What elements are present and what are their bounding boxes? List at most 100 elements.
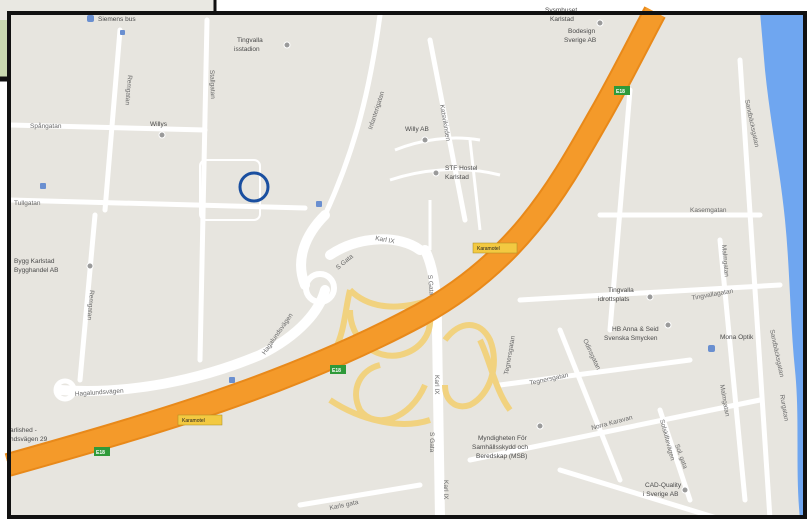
- road-odinsgatan: [557, 327, 623, 483]
- road-solskiftevagen: [657, 407, 693, 503]
- label-rurgatan: Rurgatan: [778, 394, 790, 422]
- bus-icon[interactable]: [87, 15, 94, 22]
- location-marker-ring[interactable]: [238, 171, 270, 203]
- ramp-south: [328, 397, 431, 427]
- label-sysm-2: Karlstad: [550, 16, 574, 23]
- label-tingvalla-idrott-2: idrottsplats: [598, 296, 630, 303]
- road-tegnersgatan-top: [517, 282, 783, 303]
- label-msb-1: Myndigheten För: [478, 435, 528, 442]
- bus-stop-icon-1[interactable]: [40, 183, 46, 189]
- label-kasemgatan: Kasemgatan: [690, 207, 727, 214]
- karamotel-sign-bottom-text: Karamotel: [182, 418, 205, 424]
- poi-dot-tingvalla[interactable]: [283, 41, 291, 49]
- ramp-east-exit: [477, 338, 513, 412]
- label-sysm-1: Sysmhuset: [545, 7, 577, 14]
- road-norra-karavan: [467, 397, 763, 463]
- label-s-gata-vertical: S Gata: [426, 275, 435, 296]
- road-spangatan: [7, 122, 208, 133]
- label-stf-2: Karlstad: [445, 174, 469, 181]
- road-tegnersgatan-low: [497, 357, 693, 388]
- poi-dot-msb[interactable]: [536, 422, 544, 430]
- main-roads: [55, 210, 445, 519]
- poi-dot-stf[interactable]: [432, 169, 440, 177]
- poi-markers: [86, 19, 689, 494]
- karamotel-sign-bottom: [177, 414, 223, 426]
- poi-dot-willys[interactable]: [158, 131, 166, 139]
- label-bygg-1: Bygg Karlstad: [14, 258, 55, 265]
- campus-road-4: [468, 139, 482, 231]
- karamotel-sign-top-text: Karamotel: [477, 246, 500, 252]
- label-stallgatan: Stallgatan: [208, 70, 216, 100]
- label-s-gata-lower: S Gata: [428, 432, 435, 453]
- label-karl-ix-bottom: Karl IX: [442, 480, 449, 500]
- label-tingvalla-1: Tingvalla: [237, 37, 263, 44]
- roundabout: [303, 271, 337, 305]
- road-tullgatan: [7, 197, 308, 211]
- shop-icon-mona[interactable]: [708, 345, 715, 352]
- poi-dot-willy-ab[interactable]: [421, 136, 429, 144]
- bus-stop-icon-4[interactable]: [120, 30, 125, 35]
- e18-shield-mid-text: E18: [332, 368, 341, 374]
- label-mona: Mona Optik: [720, 334, 754, 341]
- label-arlished-1: arlished -: [10, 427, 37, 434]
- label-bygg-2: Bygghandel AB: [14, 267, 58, 274]
- road-stallgatan: [197, 17, 210, 363]
- road-s-gata-curve: [325, 234, 425, 260]
- bus-stop-icon-3[interactable]: [229, 377, 235, 383]
- label-arlished-2: ndsvägen 29: [10, 436, 48, 443]
- label-remgatan-south: Remgatan: [85, 290, 95, 321]
- label-hb-1: HB Anna & Seid: [612, 326, 659, 333]
- parking-outlines: [199, 159, 261, 221]
- road-vertical-left: [77, 212, 98, 383]
- label-spangatan: Spångatan: [30, 122, 62, 130]
- road-malmgatan: [717, 237, 748, 503]
- poi-dot-bygg[interactable]: [86, 262, 94, 270]
- ramp-signs: Karamotel Karamotel: [177, 242, 518, 426]
- label-karl-ix-top: Karl IX: [375, 235, 396, 245]
- poi-dot-bodesign[interactable]: [596, 19, 604, 27]
- campus-roads: [389, 136, 501, 250]
- poi-dot-hb[interactable]: [664, 321, 672, 329]
- label-willys: Willys: [150, 121, 168, 128]
- e18-shield-mid: [330, 365, 346, 374]
- label-stf-1: STF Hostel: [445, 165, 478, 172]
- label-msb-2: Samhällsskydd och: [472, 444, 528, 451]
- label-bodesign-2: Sverige AB: [564, 37, 596, 44]
- e18-shield-low-text: E18: [96, 450, 105, 456]
- label-remgatan: Remgatan: [123, 75, 133, 106]
- ramp-loop-3: [353, 362, 428, 424]
- label-malmgatan: Malmgatan: [720, 245, 730, 278]
- bus-stop-icon-2[interactable]: [316, 201, 322, 207]
- label-tingvalla-2: isstadion: [234, 46, 260, 53]
- road-sandbacksgatan: [737, 57, 773, 519]
- road-hagalundsvagen: [55, 285, 330, 396]
- ramp-loop-1: [347, 309, 434, 359]
- label-willy-ab: Willy AB: [405, 126, 429, 133]
- label-siemens: Siemens bus: [98, 16, 136, 23]
- e18-shield-top-text: E18: [616, 89, 625, 95]
- road-east-1: [607, 87, 633, 333]
- label-tullgatan: Tullgatan: [14, 200, 41, 207]
- minor-roads: [7, 12, 783, 519]
- poi-dot-tingvalla-idrott[interactable]: [646, 293, 654, 301]
- road-lower-se: [557, 467, 723, 519]
- e18-shield-low: [94, 447, 110, 456]
- road-infanterigatan: [322, 12, 383, 218]
- e18-shields: E18 E18 E18: [94, 86, 630, 456]
- label-tingvalla-idrott-1: Tingvalla: [608, 287, 634, 294]
- inset-map-frame: [0, 0, 217, 82]
- road-karl-ix-vertical: [420, 245, 445, 519]
- road-remgatan: [102, 27, 123, 213]
- poi-dot-cad[interactable]: [681, 486, 689, 494]
- label-bodesign-1: Bodesign: [568, 28, 595, 35]
- label-karl-ix-lower: Karl IX: [433, 375, 440, 395]
- e18-shield-top: [614, 86, 630, 95]
- main-map-frame: [7, 11, 807, 519]
- road-infanterigatan-main: [296, 210, 330, 290]
- label-hagalundsvagen: Hagalundsvägen: [75, 388, 125, 398]
- label-cad-2: i Sverige AB: [643, 491, 678, 498]
- road-katsvikinden: [427, 37, 468, 223]
- campus-road-1: [389, 168, 501, 182]
